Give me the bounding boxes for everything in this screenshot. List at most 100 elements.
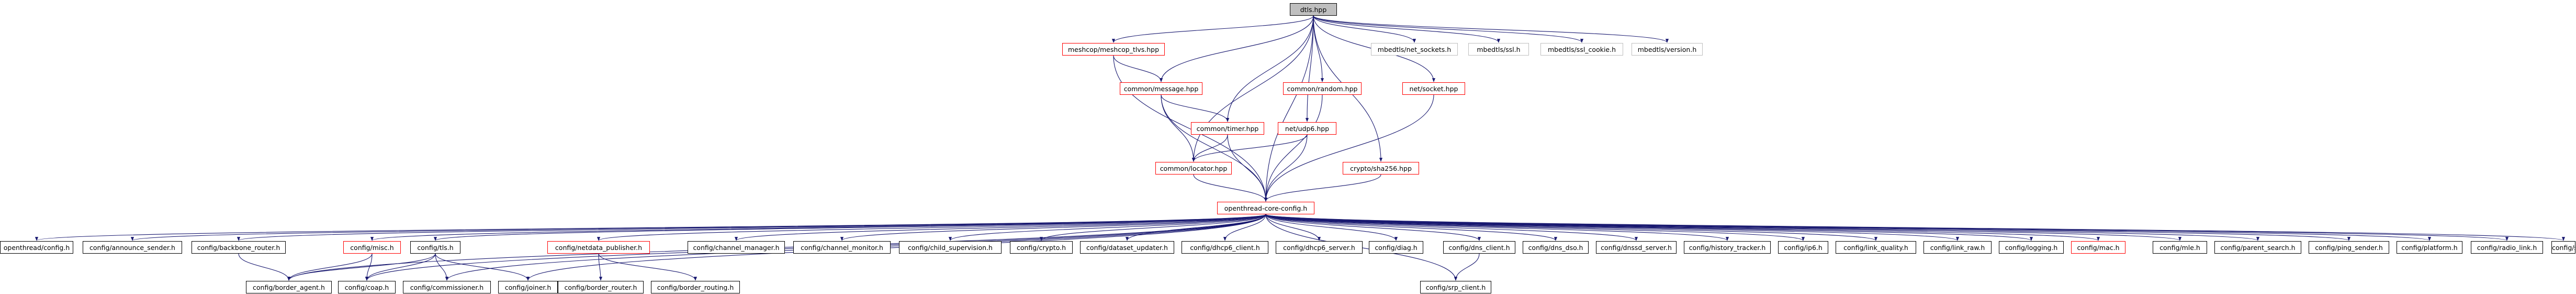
edge-openthread-core-config-to-config-parent-search	[1265, 214, 2259, 241]
edge-common-message-to-common-timer	[1161, 94, 1230, 122]
node-config-crypto[interactable]: config/crypto.h	[1010, 241, 1073, 254]
edge-openthread-core-config-to-config-child-supervision	[949, 214, 1266, 241]
node-openthread-core-config[interactable]: openthread-core-config.h	[1217, 202, 1314, 214]
node-dtls-hpp: dtls.hpp	[1290, 3, 1337, 16]
node-config-coap[interactable]: config/coap.h	[338, 281, 396, 293]
node-config-tls[interactable]: config/tls.h	[410, 241, 460, 254]
node-config-border-routing[interactable]: config/border_routing.h	[651, 281, 740, 293]
node-config-link-quality[interactable]: config/link_quality.h	[1836, 241, 1916, 254]
node-config-link-raw[interactable]: config/link_raw.h	[1923, 241, 1992, 254]
edge-meshcop-tlvs-to-common-message	[1113, 55, 1163, 82]
edge-openthread-core-config-to-config-channel-monitor	[840, 214, 1266, 241]
node-config-netdata-publisher[interactable]: config/netdata_publisher.h	[547, 241, 650, 254]
edge-dtls-hpp-to-common-message	[1159, 15, 1314, 82]
node-common-locator[interactable]: common/locator.hpp	[1155, 162, 1232, 175]
node-config-dnssd-server[interactable]: config/dnssd_server.h	[1596, 241, 1677, 254]
edge-openthread-core-config-to-config-netdata-publisher	[597, 214, 1266, 241]
edge-openthread-core-config-to-config-joiner	[526, 214, 1266, 281]
edge-openthread-core-config-to-config-link-raw	[1265, 214, 1959, 241]
node-config-logging[interactable]: config/logging.h	[1999, 241, 2064, 254]
edge-openthread-core-config-to-config-sntp-client	[1265, 214, 2565, 241]
node-mbedtls-net-sockets: mbedtls/net_sockets.h	[1371, 43, 1458, 56]
edge-config-misc-to-config-border-agent	[287, 253, 373, 281]
edge-net-socket-to-openthread-core-config	[1264, 94, 1434, 202]
edge-dtls-hpp-to-common-locator	[1191, 15, 1314, 162]
node-common-random[interactable]: common/random.hpp	[1283, 82, 1362, 95]
node-config-announce-sender[interactable]: config/announce_sender.h	[83, 241, 182, 254]
edge-openthread-core-config-to-config-tls	[434, 214, 1266, 241]
node-mbedtls-ssl: mbedtls/ssl.h	[1468, 43, 1529, 56]
edge-config-tls-to-config-border-agent	[287, 253, 436, 281]
node-config-channel-manager[interactable]: config/channel_manager.h	[688, 241, 785, 254]
node-net-socket[interactable]: net/socket.hpp	[1402, 82, 1465, 95]
node-config-child-supervision[interactable]: config/child_supervision.h	[899, 241, 1002, 254]
edge-openthread-core-config-to-config-crypto	[1040, 214, 1266, 241]
node-crypto-sha256[interactable]: crypto/sha256.hpp	[1343, 162, 1419, 175]
node-config-dataset-updater[interactable]: config/dataset_updater.h	[1080, 241, 1174, 254]
node-config-misc[interactable]: config/misc.h	[343, 241, 401, 254]
node-config-dns-client[interactable]: config/dns_client.h	[1443, 241, 1515, 254]
node-config-radio-link[interactable]: config/radio_link.h	[2471, 241, 2543, 254]
edge-common-random-to-openthread-core-config	[1264, 94, 1323, 202]
node-config-border-agent[interactable]: config/border_agent.h	[246, 281, 332, 293]
node-config-joiner[interactable]: config/joiner.h	[498, 281, 558, 293]
edge-openthread-core-config-to-config-dns-client	[1265, 214, 1481, 241]
edge-openthread-core-config-to-config-ip6	[1265, 214, 1805, 241]
node-config-ip6[interactable]: config/ip6.h	[1778, 241, 1828, 254]
edge-config-tls-to-config-joiner	[435, 253, 530, 281]
node-net-udp6[interactable]: net/udp6.hpp	[1278, 122, 1336, 135]
edge-net-udp6-to-openthread-core-config	[1264, 134, 1308, 202]
edge-openthread-core-config-to-config-link-quality	[1265, 214, 1877, 241]
edge-openthread-core-config-to-config-dhcp6-client	[1223, 214, 1266, 241]
node-config-channel-monitor[interactable]: config/channel_monitor.h	[793, 241, 891, 254]
node-config-parent-search[interactable]: config/parent_search.h	[2214, 241, 2301, 254]
edge-dtls-hpp-to-mbedtls-net-sockets	[1313, 15, 1416, 43]
node-config-backbone-router[interactable]: config/backbone_router.h	[192, 241, 286, 254]
edge-openthread-core-config-to-config-dns-dso	[1265, 214, 1557, 241]
edge-common-timer-to-openthread-core-config	[1227, 134, 1268, 202]
node-config-commissioner[interactable]: config/commissioner.h	[403, 281, 491, 293]
edge-config-netdata-publisher-to-config-border-router	[598, 253, 603, 281]
edge-openthread-core-config-to-config-channel-manager	[735, 214, 1266, 241]
edge-dtls-hpp-to-net-udp6	[1305, 15, 1314, 122]
node-mbedtls-version: mbedtls/version.h	[1632, 43, 1703, 56]
edge-dtls-hpp-to-common-timer	[1225, 15, 1314, 122]
node-config-sntp-client[interactable]: config/sntp_client.h	[2551, 241, 2575, 254]
edge-meshcop-tlvs-to-openthread-core-config	[1113, 55, 1268, 202]
edge-dtls-hpp-to-openthread-core-config	[1264, 15, 1314, 202]
edge-openthread-core-config-to-config-dhcp6-server	[1265, 214, 1321, 241]
edge-config-tls-to-config-coap	[365, 253, 436, 281]
edge-net-udp6-to-common-locator	[1191, 134, 1308, 162]
edge-dtls-hpp-to-meshcop-tlvs	[1112, 15, 1314, 43]
node-config-history-tracker[interactable]: config/history_tracker.h	[1684, 241, 1771, 254]
node-common-message[interactable]: common/message.hpp	[1120, 82, 1202, 95]
edge-dtls-hpp-to-mbedtls-ssl-cookie	[1313, 15, 1583, 43]
edge-dtls-hpp-to-mbedtls-ssl	[1313, 15, 1500, 43]
node-config-border-router[interactable]: config/border_router.h	[558, 281, 644, 293]
node-mbedtls-ssl-cookie: mbedtls/ssl_cookie.h	[1540, 43, 1623, 56]
edge-common-locator-to-openthread-core-config	[1193, 174, 1268, 202]
node-config-diag[interactable]: config/diag.h	[1369, 241, 1423, 254]
node-openthread-config[interactable]: openthread/config.h	[0, 241, 73, 254]
node-config-ping-sender[interactable]: config/ping_sender.h	[2309, 241, 2389, 254]
node-config-srp-client[interactable]: config/srp_client.h	[1420, 281, 1491, 293]
edge-openthread-core-config-to-config-backbone-router	[237, 214, 1266, 241]
edge-openthread-core-config-to-config-dnssd-server	[1265, 214, 1638, 241]
node-meshcop-tlvs[interactable]: meshcop/meshcop_tlvs.hpp	[1062, 43, 1165, 56]
edge-openthread-core-config-to-config-diag	[1265, 214, 1398, 241]
node-common-timer[interactable]: common/timer.hpp	[1191, 122, 1264, 135]
node-config-dns-dso[interactable]: config/dns_dso.h	[1523, 241, 1589, 254]
edge-config-dns-client-to-config-srp-client	[1454, 253, 1480, 281]
edge-common-timer-to-common-locator	[1191, 134, 1228, 162]
node-config-dhcp6-client[interactable]: config/dhcp6_client.h	[1182, 241, 1268, 254]
node-config-dhcp6-server[interactable]: config/dhcp6_server.h	[1276, 241, 1363, 254]
edge-config-netdata-publisher-to-config-border-routing	[598, 253, 698, 281]
edge-dtls-hpp-to-mbedtls-version	[1313, 15, 1669, 43]
edge-openthread-core-config-to-config-history-tracker	[1265, 214, 1729, 241]
node-config-mac[interactable]: config/mac.h	[2071, 241, 2125, 254]
node-config-platform[interactable]: config/platform.h	[2397, 241, 2462, 254]
edge-config-tls-to-config-commissioner	[435, 253, 449, 281]
edge-config-backbone-router-to-config-border-agent	[238, 253, 291, 281]
node-config-mle[interactable]: config/mle.h	[2153, 241, 2207, 254]
